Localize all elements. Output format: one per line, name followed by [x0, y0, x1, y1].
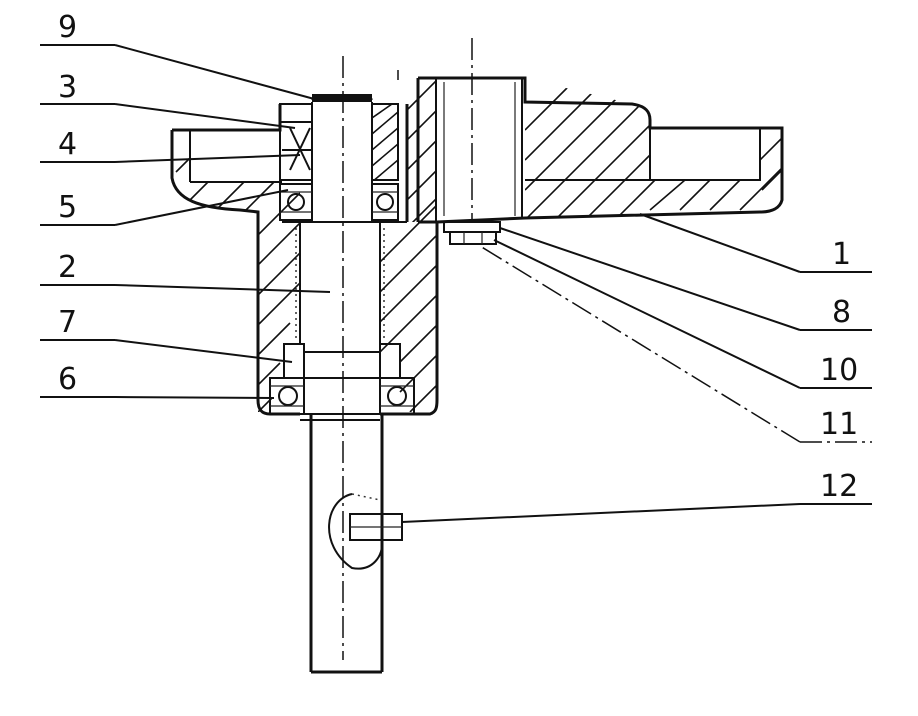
label-7: 7: [58, 305, 77, 340]
lower-bearing-assembly: [269, 343, 415, 421]
label-8: 8: [832, 295, 851, 330]
label-11: 11: [820, 407, 858, 442]
lower-shaft: [309, 414, 403, 674]
label-1: 1: [832, 237, 851, 272]
boss-hatch: [407, 79, 437, 222]
label-5: 5: [58, 190, 77, 225]
label-10: 10: [820, 353, 858, 388]
label-12: 12: [820, 469, 858, 504]
bolt-assembly: [443, 221, 501, 245]
leader-lines: [40, 44, 872, 523]
upper-bearing-assembly: [279, 94, 399, 222]
label-6: 6: [58, 362, 77, 397]
label-2: 2: [58, 250, 77, 285]
label-3: 3: [58, 70, 77, 105]
label-4: 4: [58, 127, 77, 162]
label-9: 9: [58, 10, 77, 45]
part-labels: 9 3 4 5 2 7 6 1 8 10 11 12: [58, 10, 858, 504]
